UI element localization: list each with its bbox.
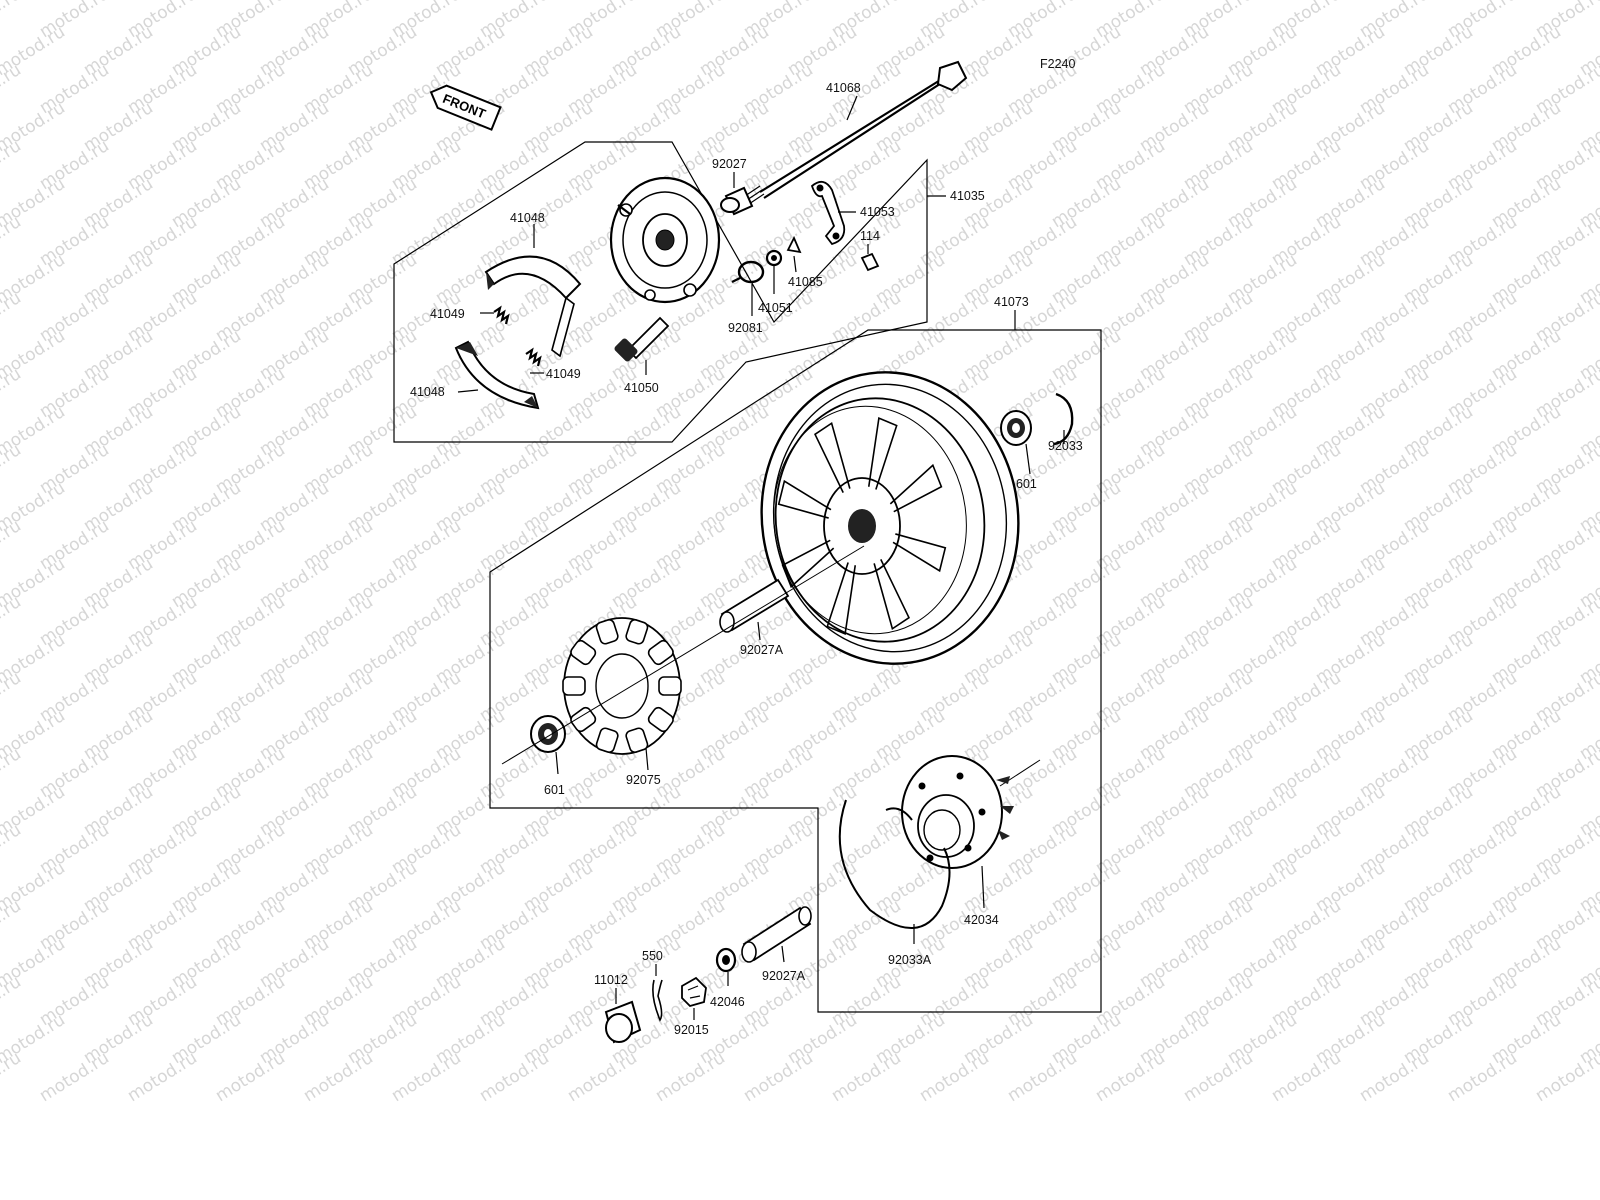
wheel-spoke [777, 479, 832, 519]
watermark-text: motod.ru [1180, 1048, 1257, 1106]
watermark-text: motod.ru [1092, 1048, 1169, 1106]
cotter-pin [652, 979, 663, 1022]
torsion-spring [731, 260, 765, 284]
indicator-plate [786, 235, 802, 254]
watermark-text: motod.ru [564, 1048, 641, 1106]
washer [715, 947, 737, 973]
label-washer: 42046 [710, 995, 745, 1009]
brake-lever [810, 180, 846, 246]
watermark-text: motod.ru [388, 1048, 465, 1106]
wheel-spoke [781, 539, 835, 589]
watermark-text: motod.ru [1444, 1048, 1521, 1106]
label-spring-lower: 41049 [546, 367, 581, 381]
label-nut: 92015 [674, 1023, 709, 1037]
watermark-text: motod.ru [1532, 1048, 1600, 1106]
damper-segment [658, 676, 682, 696]
hub-coupling [901, 755, 1014, 869]
wheel-spoke [814, 421, 851, 494]
watermark-text: motod.ru [1356, 1048, 1433, 1106]
watermark-text: motod.ru [212, 1048, 289, 1106]
watermark-text: motod.ru [1004, 1048, 1081, 1106]
wheel-rim [760, 371, 1020, 665]
label-circlip-big: 92033A [888, 953, 932, 967]
watermark-text: motod.ru [124, 1048, 201, 1106]
watermark-text: motod.ru [476, 1048, 553, 1106]
bearing-right [1000, 410, 1032, 446]
shoe-spring-upper [493, 305, 510, 325]
label-cotter-pin: 550 [642, 949, 663, 963]
collar-bottom [741, 906, 812, 963]
collar-top [720, 186, 754, 216]
brake-cam [614, 316, 670, 362]
watermark-text: motod.ru [1268, 1048, 1345, 1106]
brake-shoe-upper [484, 255, 582, 358]
label-collar-top: 92027 [712, 157, 747, 171]
damper-segment [570, 706, 597, 733]
wheel-spoke [889, 463, 943, 513]
collar-mid [719, 578, 790, 633]
brake-panel [609, 176, 721, 304]
shoe-spring-lower [525, 347, 542, 367]
bolt [860, 252, 880, 272]
label-cam: 41050 [624, 381, 659, 395]
watermark-text: motod.ru [652, 1048, 729, 1106]
diagram-code: F2240 [1040, 57, 1075, 71]
damper-segment [595, 619, 619, 645]
label-collar-bottom: 92027A [762, 969, 806, 983]
wheel-spoke [892, 533, 947, 573]
label-bearing-right: 601 [1016, 477, 1037, 491]
label-spring-41051: 41051 [758, 301, 793, 315]
label-axle: 41068 [826, 81, 861, 95]
label-bearing-left: 601 [544, 783, 565, 797]
label-lever: 41053 [860, 205, 895, 219]
damper-segment [647, 639, 674, 666]
damper-segment [595, 727, 619, 753]
bearing-left [530, 715, 566, 753]
damper-segment [570, 639, 597, 666]
seal-ring [765, 249, 783, 267]
wheel-spoke [867, 417, 898, 490]
castle-nut [681, 976, 707, 1008]
damper-rubber [562, 617, 682, 755]
brake-group-outline [393, 141, 928, 443]
label-bolt: 114 [860, 229, 880, 243]
label-circlip-right: 92033 [1048, 439, 1083, 453]
label-wheel: 41073 [994, 295, 1029, 309]
label-shoe-upper: 41048 [510, 211, 545, 225]
label-hub-coupling: 42034 [964, 913, 999, 927]
label-seal-41085: 41085 [788, 275, 823, 289]
watermark-text: motod.ru [36, 1048, 113, 1106]
axle-cap [604, 1000, 642, 1044]
label-cap: 11012 [594, 973, 628, 987]
watermark-text: motod.ru [0, 0, 25, 42]
circlip-right [1053, 392, 1074, 446]
wheel-group-outline [489, 329, 1102, 1013]
watermark-text: motod.ru [828, 1048, 905, 1106]
watermark-text: motod.ru [1576, 0, 1600, 4]
brake-shoe-lower [454, 340, 540, 410]
damper-segment [647, 706, 674, 733]
damper-segment [562, 676, 586, 696]
damper-segment [625, 727, 649, 753]
watermark-text: motod.ru [916, 1048, 993, 1106]
axis-line [501, 545, 865, 765]
label-brake-panel-assy: 41035 [950, 189, 985, 203]
circlip-big [838, 799, 951, 929]
damper-segment [625, 619, 649, 645]
label-spring-92081: 92081 [728, 321, 763, 335]
watermark-text: motod.ru [300, 1048, 377, 1106]
label-shoe-lower: 41048 [410, 385, 445, 399]
wheel-spoke [826, 562, 857, 635]
label-damper: 92075 [626, 773, 661, 787]
label-collar-mid: 92027A [740, 643, 784, 657]
label-spring-upper: 41049 [430, 307, 465, 321]
wheel-spoke [873, 558, 910, 631]
watermark-text: motod.ru [740, 1048, 817, 1106]
